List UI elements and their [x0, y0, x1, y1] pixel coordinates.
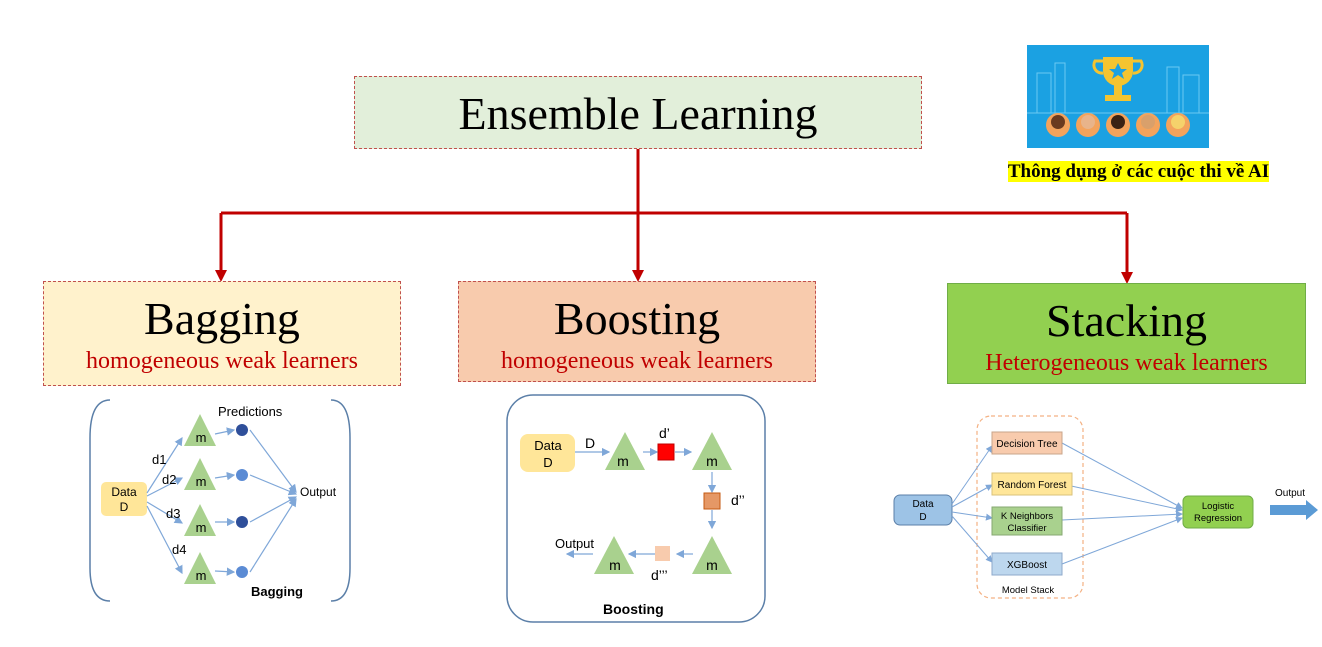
boosting-model-label: m	[609, 557, 621, 573]
subset-label: d3	[166, 506, 180, 521]
boosting-subtitle: homogeneous weak learners	[501, 348, 773, 374]
stacking-title: Stacking	[1046, 295, 1207, 346]
prediction-dot	[236, 516, 248, 528]
model-label: Classifier	[1007, 523, 1046, 534]
subset-label: d2	[162, 472, 176, 487]
ai-competition-note: Thông dụng ở các cuộc thi về AI	[975, 157, 1302, 187]
trophy-illustration	[1027, 45, 1209, 148]
ai-note-text: Thông dụng ở các cuộc thi về AI	[1007, 161, 1270, 182]
bagging-caption: Bagging	[251, 584, 303, 599]
output-arrow-icon	[1270, 500, 1318, 520]
boosting-data-box	[520, 434, 575, 472]
bagging-model-label: m	[196, 474, 207, 489]
meta-learner-box	[1182, 495, 1254, 529]
bagging-data-label: Data	[111, 485, 137, 499]
people-avatars-icon	[1046, 113, 1190, 137]
boosting-arrow-label: D	[585, 435, 595, 451]
stacking-data-label: Data	[912, 499, 934, 510]
title-box: Ensemble Learning	[354, 76, 922, 149]
main-title: Ensemble Learning	[458, 88, 818, 139]
meta-learner-label: Logistic	[1202, 501, 1234, 512]
prediction-dot	[236, 469, 248, 481]
boosting-data-label: Data	[534, 438, 562, 453]
prediction-dot	[236, 566, 248, 578]
model-xgboost	[991, 552, 1063, 576]
stacking-box: Stacking Heterogeneous weak learners	[947, 283, 1306, 384]
subset-label: d4	[172, 542, 186, 557]
model-random-forest	[991, 472, 1073, 496]
weight-label: d’	[659, 425, 670, 441]
prediction-dot	[236, 424, 248, 436]
weight-square-3	[655, 546, 670, 561]
bagging-data-d-label: D	[120, 500, 129, 514]
bagging-model-label: m	[196, 568, 207, 583]
boosting-model-1	[605, 432, 645, 470]
weight-square-2	[703, 492, 721, 510]
boosting-box: Boosting homogeneous weak learners	[458, 281, 816, 382]
model-stack-caption: Model Stack	[1002, 585, 1055, 596]
meta-learner-label: Regression	[1194, 513, 1242, 524]
bagging-data-box	[101, 482, 147, 516]
bagging-model-1	[184, 414, 216, 446]
stacking-subtitle: Heterogeneous weak learners	[985, 350, 1268, 376]
boosting-model-label: m	[706, 557, 718, 573]
boosting-data-d-label: D	[543, 455, 552, 470]
bagging-subtitle: homogeneous weak learners	[86, 348, 358, 374]
stacking-data-box	[893, 494, 953, 526]
weight-label: d’’’	[651, 567, 668, 583]
model-label: Decision Tree	[996, 439, 1058, 450]
bagging-model-label: m	[196, 430, 207, 445]
model-label: K Neighbors	[1001, 511, 1054, 522]
weight-label: d’’	[731, 492, 745, 508]
bagging-box: Bagging homogeneous weak learners	[43, 281, 401, 386]
boosting-model-2	[692, 432, 732, 470]
bagging-model-label: m	[196, 520, 207, 535]
model-label: Random Forest	[998, 480, 1067, 491]
bagging-model-3	[184, 504, 216, 536]
weight-square-1	[657, 443, 675, 461]
boosting-model-label: m	[706, 453, 718, 469]
bagging-model-2	[184, 458, 216, 490]
predictions-label: Predictions	[218, 404, 283, 419]
boosting-diagram: Data D D m m m m d’ d’	[506, 394, 766, 623]
model-stack-frame	[976, 415, 1084, 599]
boosting-model-3	[692, 536, 732, 574]
model-label: XGBoost	[1007, 560, 1047, 571]
subset-label: d1	[152, 452, 166, 467]
boosting-title: Boosting	[553, 293, 721, 344]
bagging-model-4	[184, 552, 216, 584]
boosting-model-4	[594, 536, 634, 574]
trophy-icon	[1092, 57, 1144, 101]
boosting-output-label: Output	[555, 536, 594, 551]
bagging-diagram: Data D m m m m d1	[89, 399, 351, 602]
stacking-output-label: Output	[1275, 488, 1305, 499]
model-decision-tree	[991, 431, 1063, 455]
stacking-data-d-label: D	[919, 512, 926, 523]
stacking-diagram: Data D Decision Tree Random Forest K Nei…	[893, 415, 1318, 599]
boosting-model-label: m	[617, 453, 629, 469]
bagging-output-label: Output	[300, 485, 337, 499]
bagging-title: Bagging	[144, 293, 300, 344]
model-k-neighbors	[991, 506, 1063, 536]
boosting-caption: Boosting	[603, 601, 664, 617]
